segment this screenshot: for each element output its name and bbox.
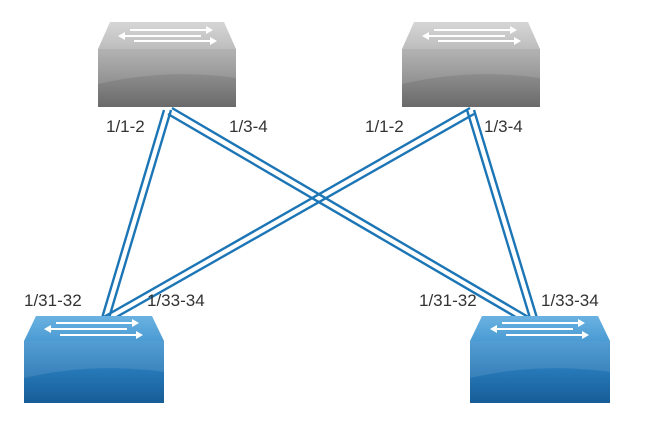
layer3-switch-icon — [402, 22, 540, 107]
core-switch-right[interactable] — [402, 22, 540, 107]
access-left-port-label-b: 1/33-34 — [147, 291, 205, 310]
links — [100, 106, 539, 325]
core-left-port-label-b: 1/3-4 — [229, 117, 268, 136]
core-switch-left[interactable] — [98, 22, 236, 107]
access-switch-right[interactable] — [470, 316, 610, 403]
link-core-left-to-access-left — [100, 109, 173, 319]
link-core-right-to-access-right — [465, 109, 539, 319]
layer3-switch-icon — [98, 22, 236, 107]
layer2-switch-icon — [24, 316, 164, 403]
core-left-port-label-a: 1/1-2 — [106, 117, 145, 136]
access-left-port-label-a: 1/31-32 — [24, 291, 82, 310]
access-right-port-label-b: 1/33-34 — [541, 291, 599, 310]
access-right-port-label-a: 1/31-32 — [419, 291, 477, 310]
core-right-port-label-b: 1/3-4 — [484, 117, 523, 136]
layer2-switch-icon — [470, 316, 610, 403]
link-core-right-to-access-left — [101, 106, 475, 325]
core-right-port-label-a: 1/1-2 — [365, 117, 404, 136]
access-switch-left[interactable] — [24, 316, 164, 403]
link-core-left-to-access-right — [167, 106, 531, 325]
